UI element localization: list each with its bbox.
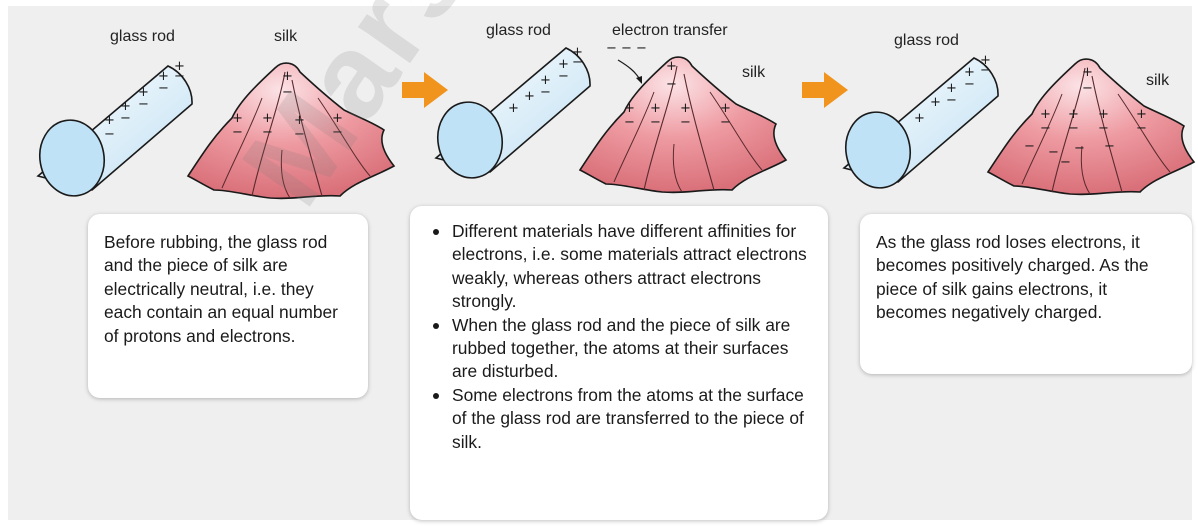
- right-arrow-icon: [802, 72, 848, 108]
- svg-text:−: −: [1048, 145, 1059, 160]
- before-rubbing-card: Before rubbing, the glass rod and the pi…: [88, 214, 368, 398]
- right-arrow-icon: [402, 72, 448, 108]
- silk-label: silk: [274, 28, 297, 46]
- svg-text:+: +: [1098, 107, 1109, 122]
- after-rubbing-text: As the glass rod loses electrons, it bec…: [876, 231, 1176, 325]
- svg-text:−: −: [120, 111, 131, 126]
- glass-rod-label: glass rod: [894, 32, 959, 50]
- svg-text:−: −: [720, 115, 731, 130]
- svg-text:−: −: [158, 81, 169, 96]
- electron-transfer-label: electron transfer: [612, 22, 728, 40]
- svg-text:−: −: [558, 69, 569, 84]
- glass-rod-label: glass rod: [486, 22, 551, 40]
- svg-text:+: +: [282, 69, 293, 84]
- svg-text:−: −: [540, 85, 551, 100]
- list-item: Some electrons from the atoms at the sur…: [424, 384, 812, 454]
- before-rubbing-text: Before rubbing, the glass rod and the pi…: [104, 231, 352, 348]
- svg-text:−: −: [1104, 139, 1115, 154]
- svg-text:+: +: [720, 101, 731, 116]
- svg-text:+: +: [930, 95, 941, 110]
- svg-text:−: −: [1136, 121, 1147, 136]
- svg-text:−: −: [1068, 121, 1079, 136]
- svg-text:−: −: [174, 69, 185, 84]
- svg-text:+: +: [650, 101, 661, 116]
- svg-text:+: +: [332, 111, 343, 126]
- svg-text:−: −: [232, 125, 243, 140]
- svg-text:−: −: [1098, 121, 1109, 136]
- transfer-arrow: [618, 60, 640, 80]
- silk-label: silk: [1146, 72, 1169, 90]
- svg-text:+: +: [914, 111, 925, 126]
- svg-text:+: +: [232, 111, 243, 126]
- svg-text:+: +: [262, 111, 273, 126]
- svg-text:−: −: [1082, 81, 1093, 96]
- svg-text:−: −: [572, 55, 583, 70]
- list-item: Different materials have different affin…: [424, 220, 812, 314]
- svg-text:−: −: [946, 93, 957, 108]
- svg-text:+: +: [1136, 107, 1147, 122]
- svg-text:−: −: [964, 77, 975, 92]
- svg-text:−: −: [666, 77, 677, 92]
- svg-text:+: +: [1082, 65, 1093, 80]
- svg-text:+: +: [524, 89, 535, 104]
- svg-text:−: −: [282, 85, 293, 100]
- svg-text:−: −: [680, 115, 691, 130]
- svg-text:+: +: [508, 101, 519, 116]
- svg-text:+: +: [624, 101, 635, 116]
- svg-text:+: +: [294, 113, 305, 128]
- svg-text:−: −: [624, 115, 635, 130]
- svg-text:+: +: [666, 59, 677, 74]
- glass-rod-label: glass rod: [110, 28, 175, 46]
- svg-text:−: −: [104, 127, 115, 142]
- svg-text:−: −: [1060, 155, 1071, 170]
- silk-label: silk: [742, 64, 765, 82]
- svg-text:−: −: [650, 115, 661, 130]
- rubbing-explanation-card: Different materials have different affin…: [410, 206, 828, 520]
- svg-text:−: −: [1040, 121, 1051, 136]
- svg-text:−: −: [332, 125, 343, 140]
- svg-text:−: −: [262, 125, 273, 140]
- svg-text:+: +: [1040, 107, 1051, 122]
- svg-text:+: +: [104, 113, 115, 128]
- svg-text:−: −: [138, 97, 149, 112]
- svg-text:−: −: [294, 127, 305, 142]
- list-item: When the glass rod and the piece of silk…: [424, 314, 812, 384]
- svg-text:+: +: [1068, 107, 1079, 122]
- svg-text:+: +: [680, 101, 691, 116]
- svg-text:−: −: [1024, 139, 1035, 154]
- svg-text:− − −: − − −: [606, 41, 647, 56]
- svg-text:−: −: [1074, 141, 1085, 156]
- svg-text:−: −: [980, 63, 991, 78]
- explanation-list: Different materials have different affin…: [424, 220, 812, 454]
- after-rubbing-card: As the glass rod loses electrons, it bec…: [860, 214, 1192, 374]
